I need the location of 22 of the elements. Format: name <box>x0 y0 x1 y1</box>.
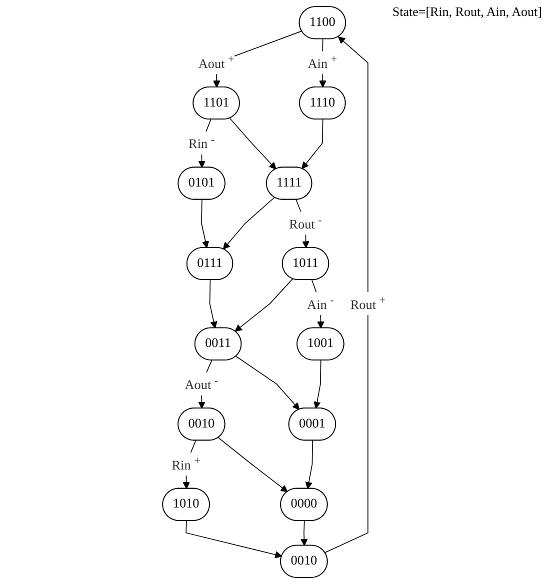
edge-label: Rin $^{-}$ <box>188 133 214 152</box>
arrow <box>236 356 300 410</box>
edge-label: Aout $^{-}$ <box>184 374 218 392</box>
edge-label: Aout $^{+}$ <box>198 52 234 72</box>
arrow <box>302 119 324 170</box>
arrow <box>218 437 288 492</box>
arrow <box>222 196 275 250</box>
arrow <box>300 520 308 546</box>
arrow <box>201 199 209 248</box>
state-note: State=[Rin, Rout, Ain, Aout] <box>392 4 542 20</box>
arrow <box>313 360 322 409</box>
edge-label: Rout $^{-}$ <box>289 213 322 232</box>
arrow <box>305 440 313 490</box>
arrow <box>234 278 294 332</box>
arrow <box>324 36 368 553</box>
edge-label: Rin $^{+}$ <box>172 454 200 473</box>
edge-label: Rout $^{+}$ <box>350 294 386 312</box>
arrow <box>229 118 276 170</box>
arrow <box>186 520 282 558</box>
edge-label: Ain $^{-}$ <box>306 294 334 312</box>
edge-label: Ain $^{+}$ <box>308 52 337 72</box>
arrow <box>209 280 218 328</box>
